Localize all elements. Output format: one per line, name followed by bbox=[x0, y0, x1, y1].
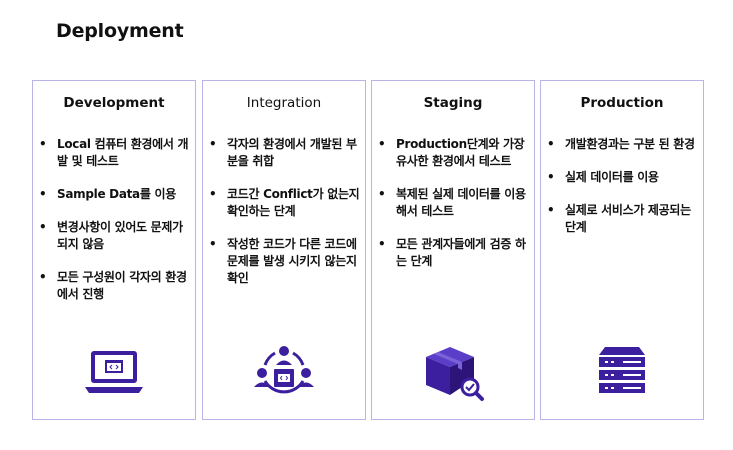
list-item: Sample Data를 이용 bbox=[39, 186, 191, 203]
stage-card-production: Production 개발환경과는 구분 된 환경 실제 데이터를 이용 실제로… bbox=[540, 80, 704, 420]
stage-item-list: 개발환경과는 구분 된 환경 실제 데이터를 이용 실제로 서비스가 제공되는 … bbox=[547, 136, 699, 252]
stage-title: Staging bbox=[423, 95, 483, 111]
list-item: 모든 구성원이 각자의 환경에서 진행 bbox=[39, 269, 191, 303]
stage-title: Production bbox=[580, 95, 664, 111]
page-title: Deployment bbox=[56, 20, 184, 42]
stage-card-development: Development Local 컴퓨터 환경에서 개발 및 테스트 Samp… bbox=[32, 80, 196, 420]
team-integration-icon bbox=[254, 346, 314, 394]
stage-item-list: Production단계와 가장 유사한 환경에서 테스트 복제된 실제 데이터… bbox=[378, 136, 530, 286]
list-item: 변경사항이 있어도 문제가 되지 않음 bbox=[39, 219, 191, 253]
list-item: Production단계와 가장 유사한 환경에서 테스트 bbox=[378, 136, 530, 170]
stage-title: Integration bbox=[246, 95, 322, 111]
list-item: 실제 데이터를 이용 bbox=[547, 169, 699, 186]
stage-item-list: 각자의 환경에서 개발된 부분을 취합 코드간 Conflict가 없는지 확인… bbox=[209, 136, 361, 303]
list-item: 복제된 실제 데이터를 이용해서 테스트 bbox=[378, 186, 530, 220]
list-item: 모든 관계자들에게 검증 하는 단계 bbox=[378, 236, 530, 270]
stage-card-integration: Integration 각자의 환경에서 개발된 부분을 취합 코드간 Conf… bbox=[202, 80, 366, 420]
list-item: 코드간 Conflict가 없는지 확인하는 단계 bbox=[209, 186, 361, 220]
laptop-code-icon bbox=[85, 351, 143, 393]
list-item: 개발환경과는 구분 된 환경 bbox=[547, 136, 699, 153]
list-item: Local 컴퓨터 환경에서 개발 및 테스트 bbox=[39, 136, 191, 170]
stage-card-staging: Staging Production단계와 가장 유사한 환경에서 테스트 복제… bbox=[371, 80, 535, 420]
stage-item-list: Local 컴퓨터 환경에서 개발 및 테스트 Sample Data를 이용 … bbox=[39, 136, 191, 319]
list-item: 작성한 코드가 다른 코드에 문제를 발생 시키지 않는지 확인 bbox=[209, 236, 361, 287]
list-item: 각자의 환경에서 개발된 부분을 취합 bbox=[209, 136, 361, 170]
package-inspect-icon bbox=[426, 347, 484, 401]
server-rack-icon bbox=[599, 347, 645, 393]
list-item: 실제로 서비스가 제공되는 단계 bbox=[547, 202, 699, 236]
stage-title: Development bbox=[63, 95, 165, 111]
